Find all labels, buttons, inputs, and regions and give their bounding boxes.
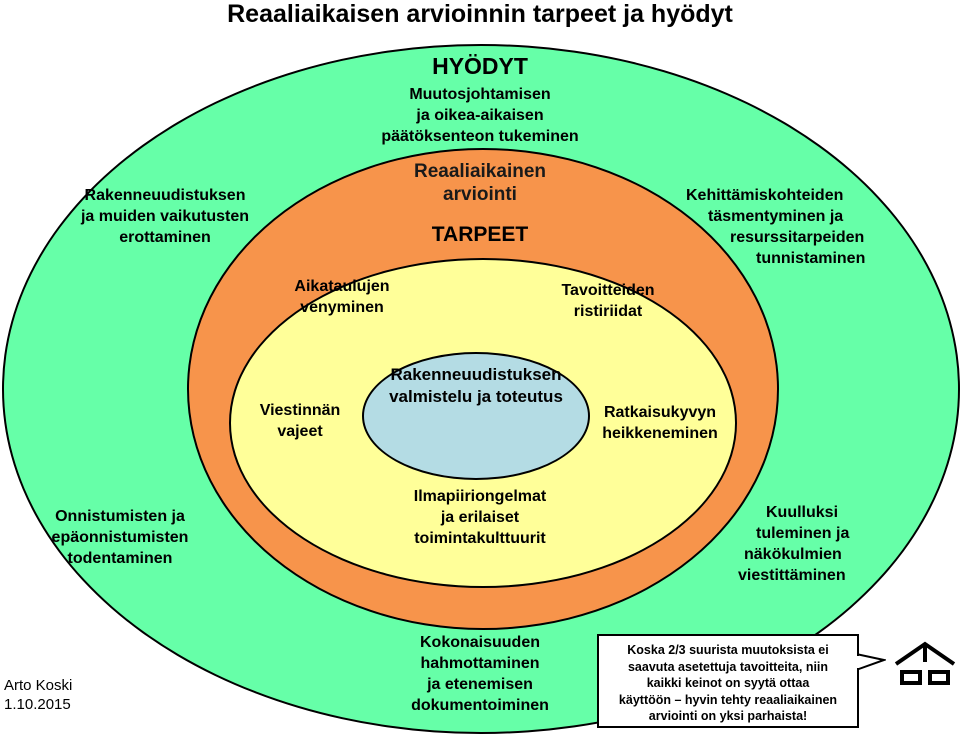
- footer-author: Arto Koski 1.10.2015: [4, 676, 72, 714]
- author-name: Arto Koski: [4, 677, 73, 694]
- benefit-being-heard: Kuulluksi tuleminen ja näkökulmien viest…: [738, 504, 850, 584]
- needs-heading: TARPEET: [431, 223, 529, 246]
- benefits-heading: HYÖDYT: [432, 53, 528, 79]
- core-ellipse: [362, 352, 590, 480]
- benefit-development-targets: Kehittämiskohteiden täsmentyminen ja res…: [686, 187, 866, 267]
- callout-pointer: [856, 652, 886, 672]
- callout-pointer-cover: [856, 656, 859, 668]
- house-boxes-icon: [894, 641, 956, 685]
- page-title: Reaaliaikaisen arvioinnin tarpeet ja hyö…: [227, 0, 733, 28]
- footer-date: 1.10.2015: [4, 696, 71, 713]
